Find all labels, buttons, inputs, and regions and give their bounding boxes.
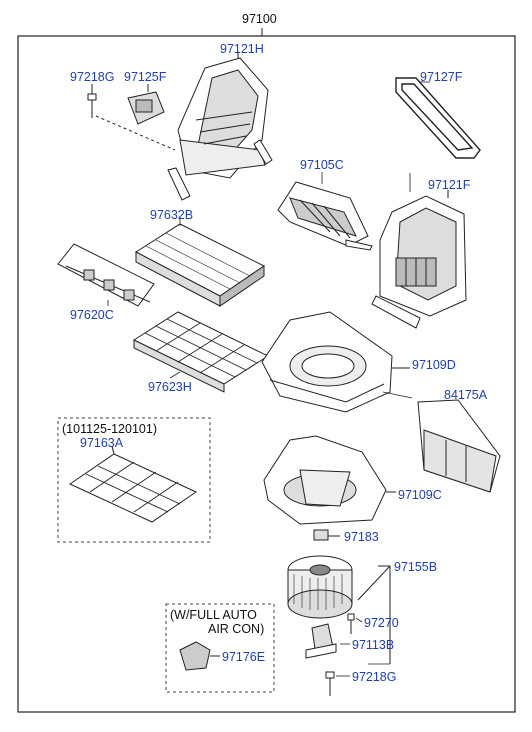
part-label-97623H[interactable]: 97623H <box>148 380 192 394</box>
part-label-97105C[interactable]: 97105C <box>300 158 344 172</box>
part-label-97218G-top[interactable]: 97218G <box>70 70 115 84</box>
auto-box-line1: (W/FULL AUTO <box>170 608 257 622</box>
filter-97632B <box>135 223 265 307</box>
part-label-97113B[interactable]: 97113B <box>352 638 395 652</box>
part-label-97176E[interactable]: 97176E <box>222 650 266 664</box>
screw-97218G-top <box>87 84 97 118</box>
part-label-97109D[interactable]: 97109D <box>412 358 456 372</box>
filter-97163A <box>68 445 198 523</box>
part-label-97109C[interactable]: 97109C <box>398 488 442 502</box>
part-label-97155B[interactable]: 97155B <box>394 560 438 574</box>
housing-97105C <box>277 181 373 251</box>
part-label-97620C[interactable]: 97620C <box>70 308 114 322</box>
gasket-97127F <box>395 77 481 159</box>
clip-97183 <box>313 529 340 541</box>
actuator-97125F <box>127 84 165 125</box>
bracket-97620C <box>57 243 155 307</box>
leader-lines <box>107 81 430 677</box>
assembly-label: 97100 <box>242 12 277 26</box>
screw-97218G-bottom <box>325 671 335 696</box>
main-frame <box>17 35 516 713</box>
auto-box-line2: AIR CON) <box>208 622 265 636</box>
duct-97121H <box>167 52 273 201</box>
part-label-97163A[interactable]: 97163A <box>80 436 124 450</box>
part-label-97121F[interactable]: 97121F <box>428 178 471 192</box>
duct-97121F <box>371 190 467 329</box>
part-label-97183[interactable]: 97183 <box>344 530 379 544</box>
case-97109D <box>261 311 410 413</box>
auto-aircon-box <box>165 603 275 693</box>
part-label-97127F[interactable]: 97127F <box>420 70 463 84</box>
part-label-97125F[interactable]: 97125F <box>124 70 167 84</box>
part-label-84175A[interactable]: 84175A <box>444 388 488 402</box>
date-range-label: (101125-120101) <box>62 422 157 436</box>
case-97109C <box>263 435 396 525</box>
part-label-97218G-bottom[interactable]: 97218G <box>352 670 397 684</box>
part-label-97632B[interactable]: 97632B <box>150 208 194 222</box>
part-label-97121H[interactable]: 97121H <box>220 42 264 56</box>
blower-97155B <box>287 555 353 619</box>
bracket-97113B <box>305 623 337 659</box>
filter-97623H <box>132 311 270 393</box>
screw-97270 <box>347 613 355 634</box>
resistor-97176E <box>179 641 220 671</box>
pad-84175A <box>417 399 501 493</box>
part-label-97270[interactable]: 97270 <box>364 616 399 630</box>
